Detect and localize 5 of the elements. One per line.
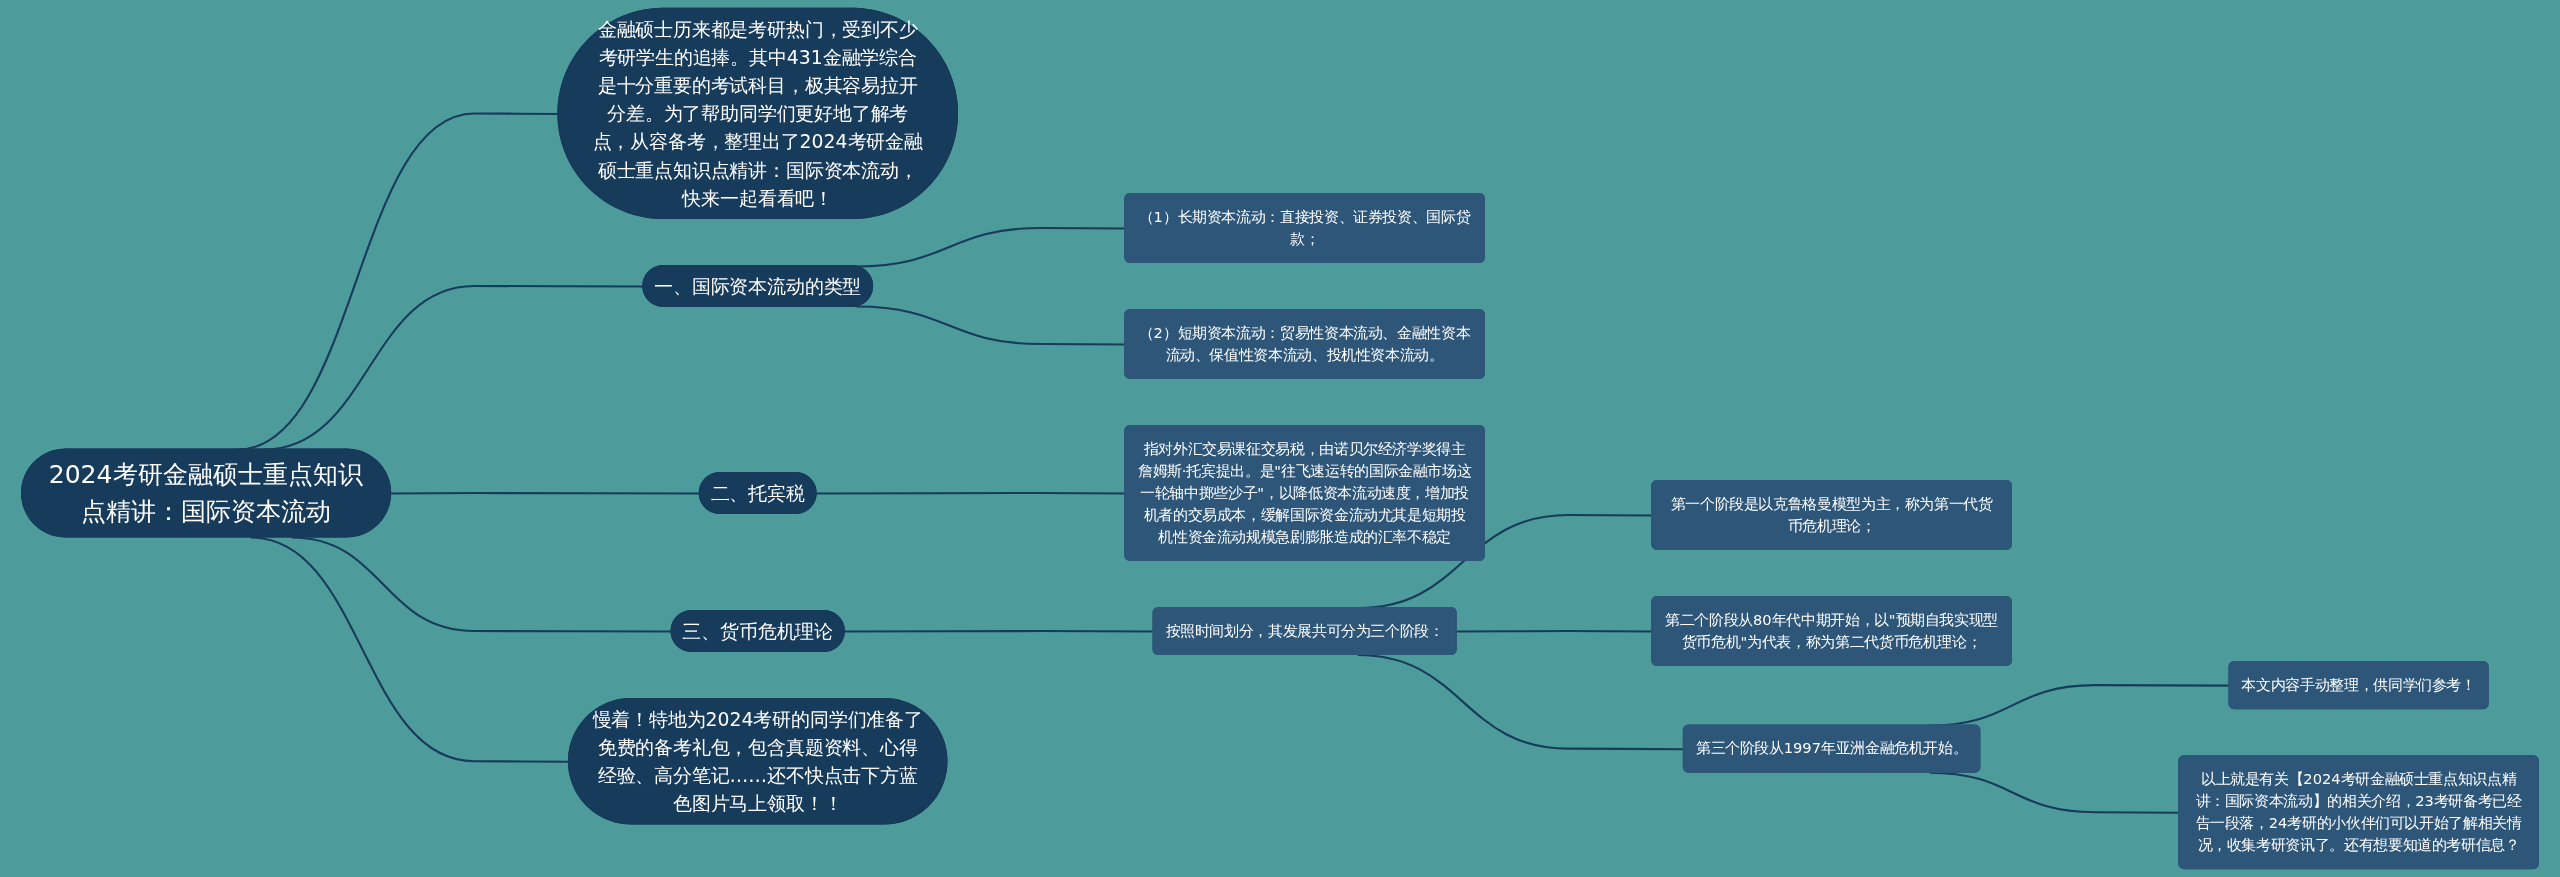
connector: [291, 536, 672, 633]
connector: [250, 536, 569, 763]
connector: [1357, 654, 1684, 751]
connector: [391, 491, 700, 495]
connector: [844, 629, 1154, 633]
